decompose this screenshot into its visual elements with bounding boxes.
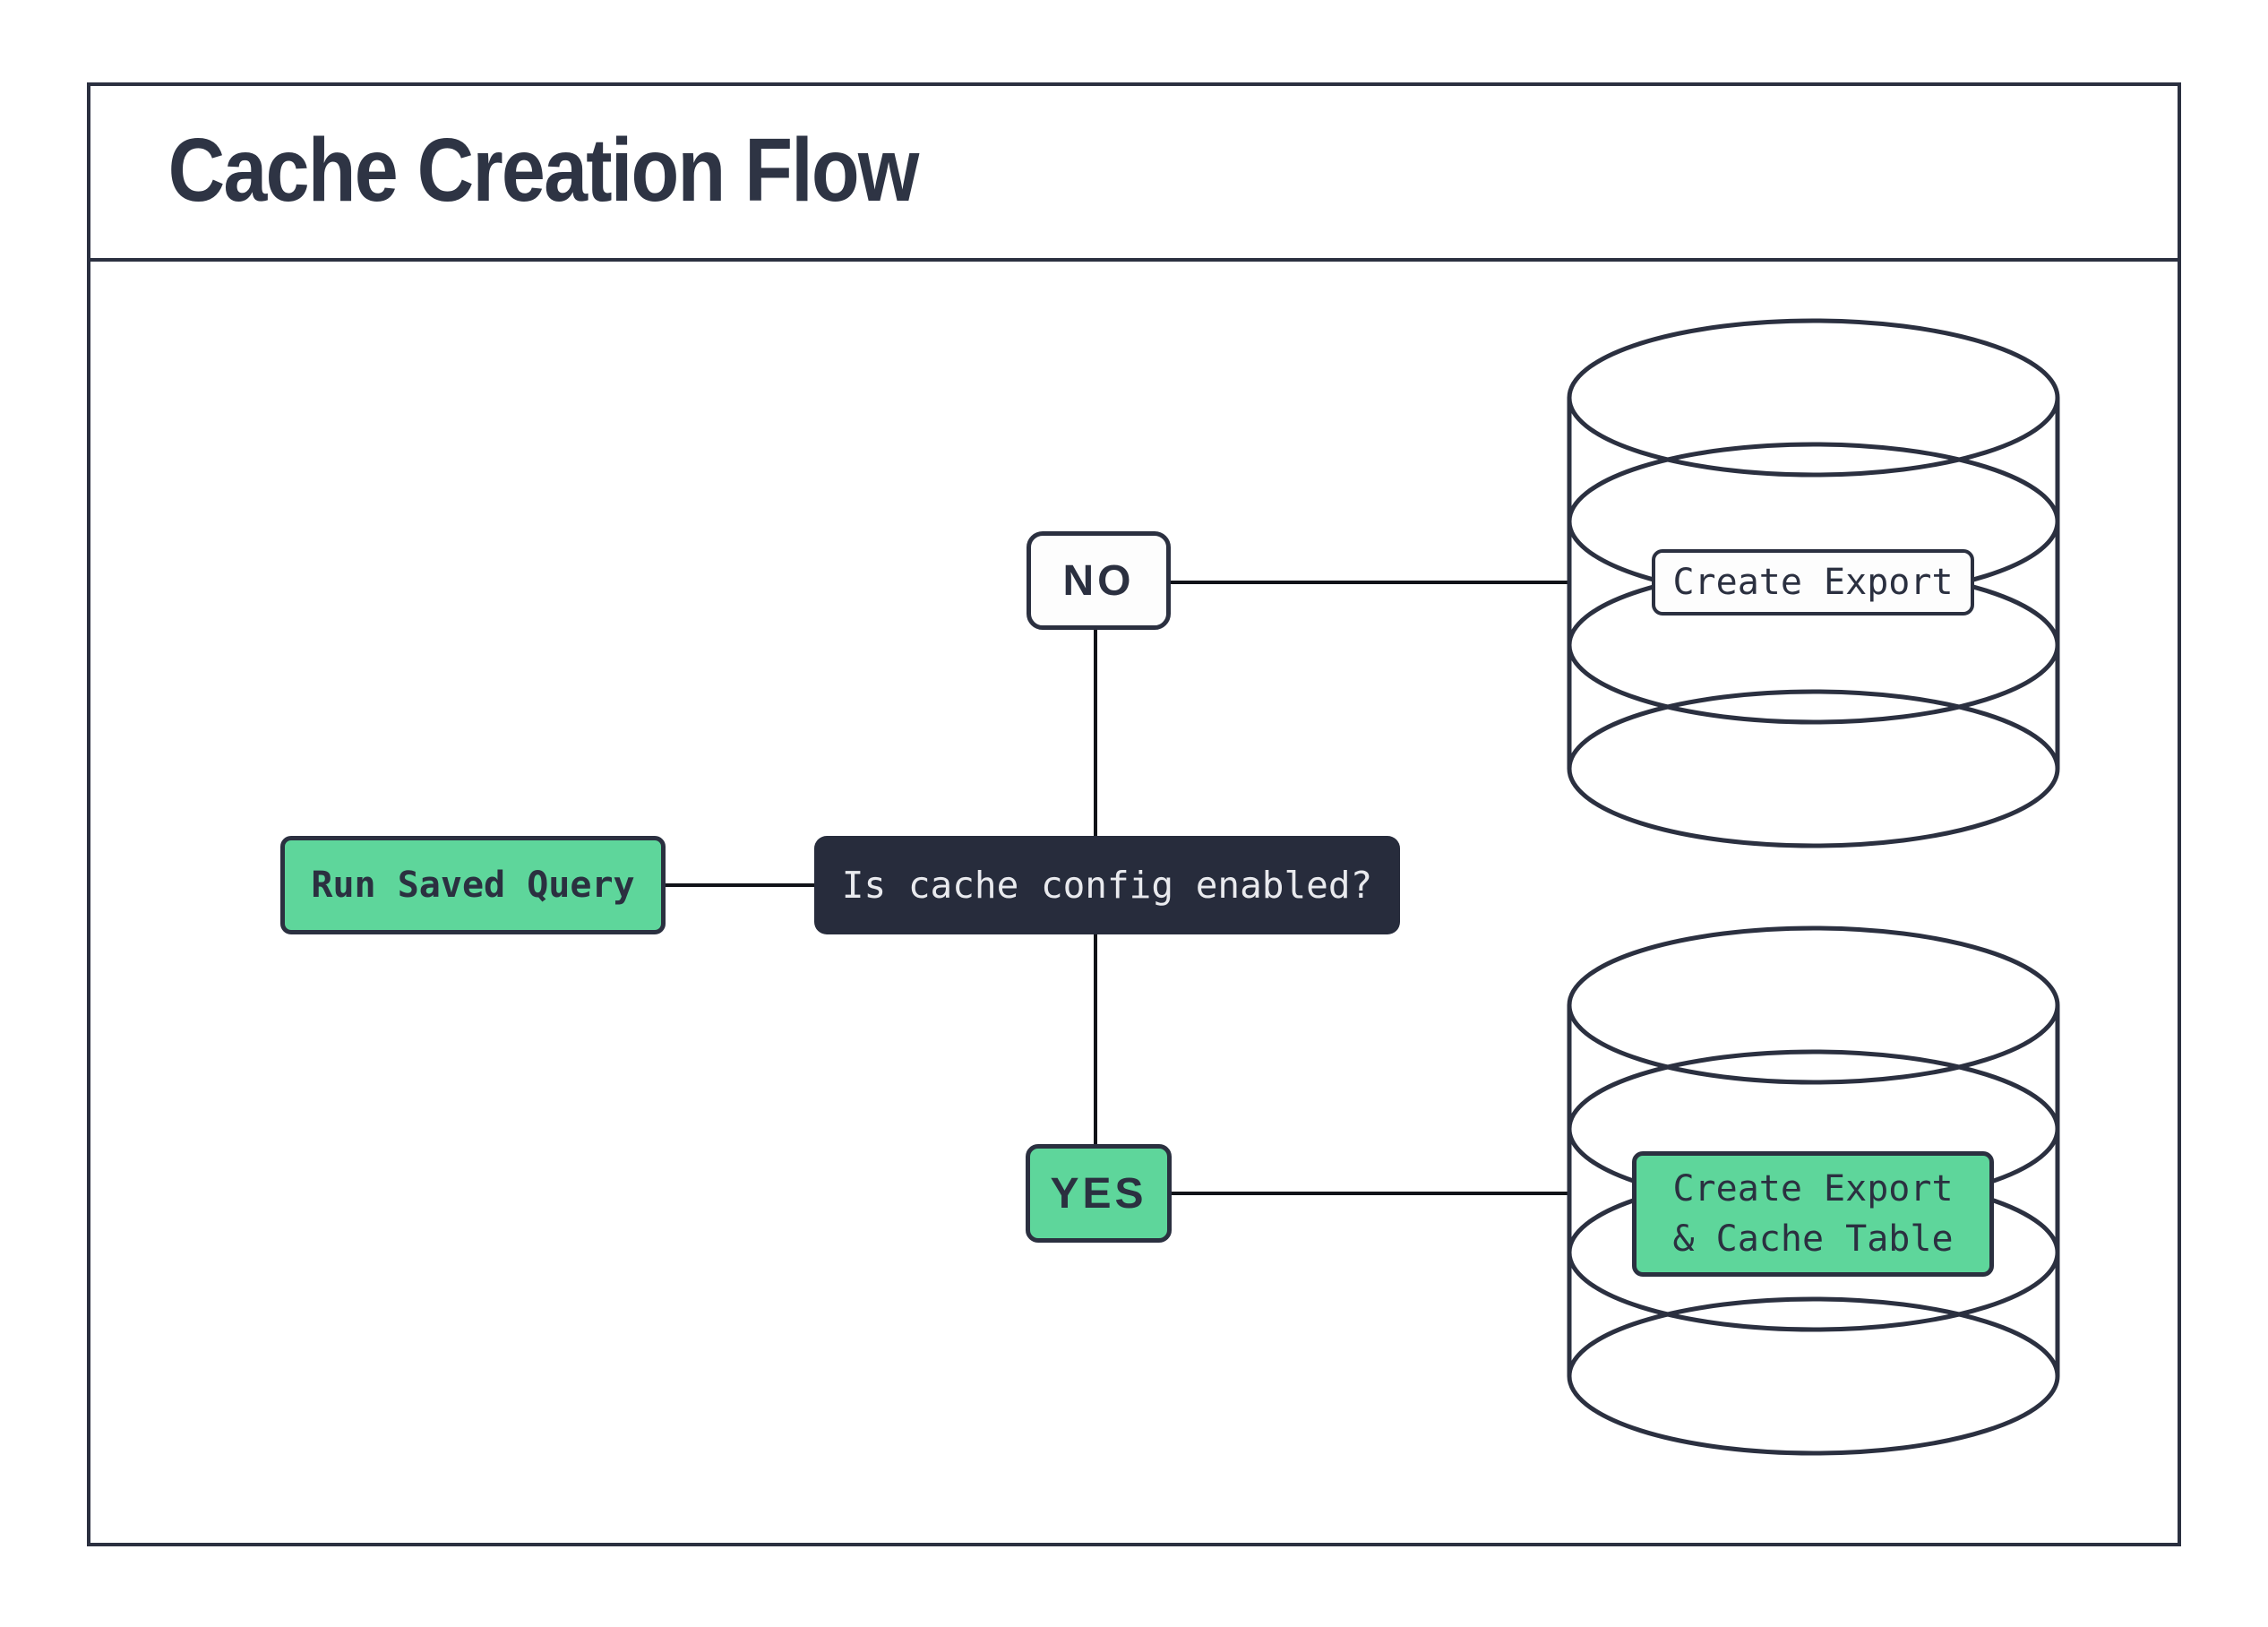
connector-no-to-database (1171, 581, 1569, 584)
node-decision-cache-config: Is cache config enabled? (814, 836, 1400, 934)
node-run-saved-query: Run Saved Query (280, 836, 666, 934)
node-create-export: Create Export (1652, 549, 1974, 616)
title-band: Cache Creation Flow (87, 82, 2181, 262)
node-create-export-cache-table: Create Export & Cache Table (1632, 1151, 1994, 1277)
connector-start-to-decision (666, 883, 814, 887)
node-create-export-cache-table-line2: & Cache Table (1672, 1218, 1954, 1260)
node-branch-no: NO (1027, 531, 1171, 630)
node-create-export-cache-table-line1: Create Export (1672, 1168, 1954, 1209)
connector-yes-to-database (1172, 1192, 1569, 1195)
node-decision-label: Is cache config enabled? (841, 864, 1373, 907)
node-branch-yes-label: YES (1050, 1169, 1147, 1218)
page-title: Cache Creation Flow (168, 119, 920, 220)
connector-decision-to-yes (1094, 934, 1097, 1144)
connector-decision-to-no (1094, 630, 1097, 836)
node-branch-yes: YES (1026, 1144, 1172, 1243)
node-branch-no-label: NO (1062, 556, 1135, 605)
node-create-export-label: Create Export (1672, 562, 1954, 603)
diagram-border (87, 82, 2181, 1546)
node-run-saved-query-label: Run Saved Query (311, 865, 635, 906)
